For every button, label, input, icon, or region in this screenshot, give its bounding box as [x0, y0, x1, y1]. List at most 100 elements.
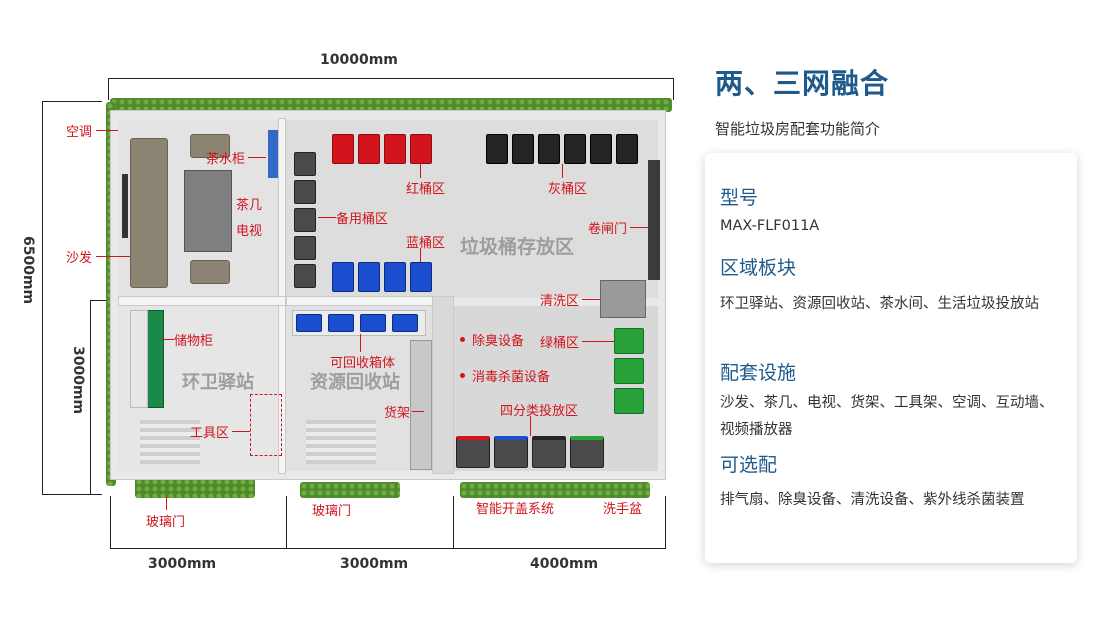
label-sofa: 沙发	[66, 251, 93, 266]
leader-roller-door	[630, 227, 648, 228]
tv-screen	[122, 174, 128, 238]
label-green-bins: 绿桶区	[540, 336, 580, 351]
blue-bin-2	[358, 262, 380, 292]
recycle-box-1	[296, 314, 322, 332]
floor-plan: 环卫驿站 资源回收站 垃圾桶存放区 茶水柜 茶几 电视 储物柜 工具区 可回收箱…	[106, 98, 672, 498]
leader-recycle-box	[360, 334, 361, 352]
recycle-box-2	[328, 314, 354, 332]
sort-drop-bin-3	[532, 436, 566, 468]
top-dimension-tick-right	[673, 78, 674, 100]
facilities-heading: 配套设施	[720, 362, 797, 384]
label-tea-cabinet: 茶水柜	[206, 152, 246, 167]
label-tea-table: 茶几	[236, 198, 263, 213]
label-wash-area: 清洗区	[540, 294, 580, 309]
dot-deodorizer	[460, 337, 465, 342]
dot-disinfect	[460, 373, 465, 378]
roller-door	[648, 160, 660, 280]
wash-basin	[600, 280, 646, 318]
left-inner-dimension-line	[90, 300, 91, 494]
facilities-text: 沙发、茶几、电视、货架、工具架、空调、互动墙、视频播放器	[720, 395, 1054, 438]
label-smart-lid: 智能开盖系统	[476, 502, 555, 517]
info-card: 型号 MAX-FLF011A 区域板块 环卫驿站、资源回收站、茶水间、生活垃圾投…	[705, 153, 1077, 563]
zones-text: 环卫驿站、资源回收站、茶水间、生活垃圾投放站	[720, 296, 1039, 312]
bottom-dimension-label-2: 3000mm	[340, 556, 409, 572]
label-gray-bins: 灰桶区	[548, 182, 588, 197]
leader-green-bins	[582, 341, 614, 342]
label-red-bins: 红桶区	[406, 182, 446, 197]
leader-tool-area	[232, 431, 250, 432]
left-inner-dimension-label: 3000mm	[70, 346, 86, 415]
left-dimension-line	[42, 101, 43, 494]
bottom-hedge-3	[460, 482, 650, 498]
shelf	[410, 340, 432, 470]
label-storage-cabinet: 储物柜	[174, 334, 214, 349]
bottom-dimension-tick-3	[453, 496, 454, 548]
label-glass-door-2: 玻璃门	[312, 504, 352, 519]
leader-blue-bins	[420, 248, 421, 262]
top-dimension-tick-left	[108, 78, 109, 100]
sort-drop-bin-1	[456, 436, 490, 468]
sort-drop-bin-4	[570, 436, 604, 468]
storage-cabinet-side	[130, 310, 148, 408]
label-tool-area: 工具区	[190, 426, 230, 441]
spare-bin-3	[294, 208, 316, 232]
spare-bin-4	[294, 236, 316, 260]
green-bin-3	[614, 388, 644, 414]
gray-bin-2	[512, 134, 534, 164]
rest-steps	[140, 420, 200, 464]
model-heading: 型号	[720, 187, 759, 209]
recycle-box-3	[360, 314, 386, 332]
bottom-dimension-tick-2	[286, 496, 287, 548]
gray-bin-6	[616, 134, 638, 164]
label-roller-door: 卷闸门	[588, 222, 628, 237]
leader-storage-cabinet	[162, 339, 174, 340]
model-value: MAX-FLF011A	[720, 218, 820, 234]
top-hedge	[110, 98, 672, 112]
label-sort-drop: 四分类投放区	[500, 404, 579, 419]
blue-bin-3	[384, 262, 406, 292]
optional-heading: 可选配	[720, 454, 778, 476]
left-dimension-tick-top	[42, 101, 102, 102]
green-bin-1	[614, 328, 644, 354]
gray-bin-4	[564, 134, 586, 164]
bottom-dimension-label-1: 3000mm	[148, 556, 217, 572]
bottom-dimension-tick-1	[110, 496, 111, 548]
label-glass-door-1: 玻璃门	[146, 515, 186, 530]
bottom-dimension-line	[110, 548, 666, 549]
sofa	[130, 138, 168, 288]
leader-glass-door-1	[166, 496, 167, 510]
label-deodorizer: 除臭设备	[472, 334, 525, 349]
armchair-top	[190, 134, 230, 158]
bottom-dimension-label-3: 4000mm	[530, 556, 599, 572]
red-bin-3	[384, 134, 406, 164]
label-shelf: 货架	[384, 406, 411, 421]
optional-text: 排气扇、除臭设备、清洗设备、紫外线杀菌装置	[720, 492, 1025, 508]
blue-bin-4	[410, 262, 432, 292]
label-spare-bins: 备用桶区	[336, 212, 389, 227]
leader-ac	[96, 130, 118, 131]
storage-cabinet	[146, 310, 164, 408]
gray-bin-1	[486, 134, 508, 164]
label-disinfect: 消毒杀菌设备	[472, 370, 551, 385]
tea-cabinet	[268, 130, 278, 178]
spare-bin-1	[294, 152, 316, 176]
leader-sofa	[96, 256, 130, 257]
left-dimension-tick-bottom	[42, 494, 102, 495]
wall-horizontal-2	[286, 296, 454, 306]
left-inner-dimension-tick	[90, 300, 112, 301]
wall-horizontal-1	[118, 296, 286, 306]
label-blue-bins: 蓝桶区	[406, 236, 446, 251]
zone-title-recycle: 资源回收站	[310, 372, 400, 393]
leader-wash-area	[582, 299, 600, 300]
wall-vertical-2	[432, 296, 454, 474]
tool-area	[250, 394, 282, 456]
left-dimension-label: 6500mm	[20, 236, 36, 305]
bottom-dimension-tick-4	[665, 496, 666, 548]
zone-title-rest: 环卫驿站	[182, 372, 254, 393]
top-dimension-label: 10000mm	[320, 52, 398, 68]
leader-gray-bins	[562, 164, 563, 178]
spare-bin-2	[294, 180, 316, 204]
top-dimension-line	[108, 78, 674, 79]
leader-sort-drop	[530, 416, 531, 436]
gray-bin-3	[538, 134, 560, 164]
